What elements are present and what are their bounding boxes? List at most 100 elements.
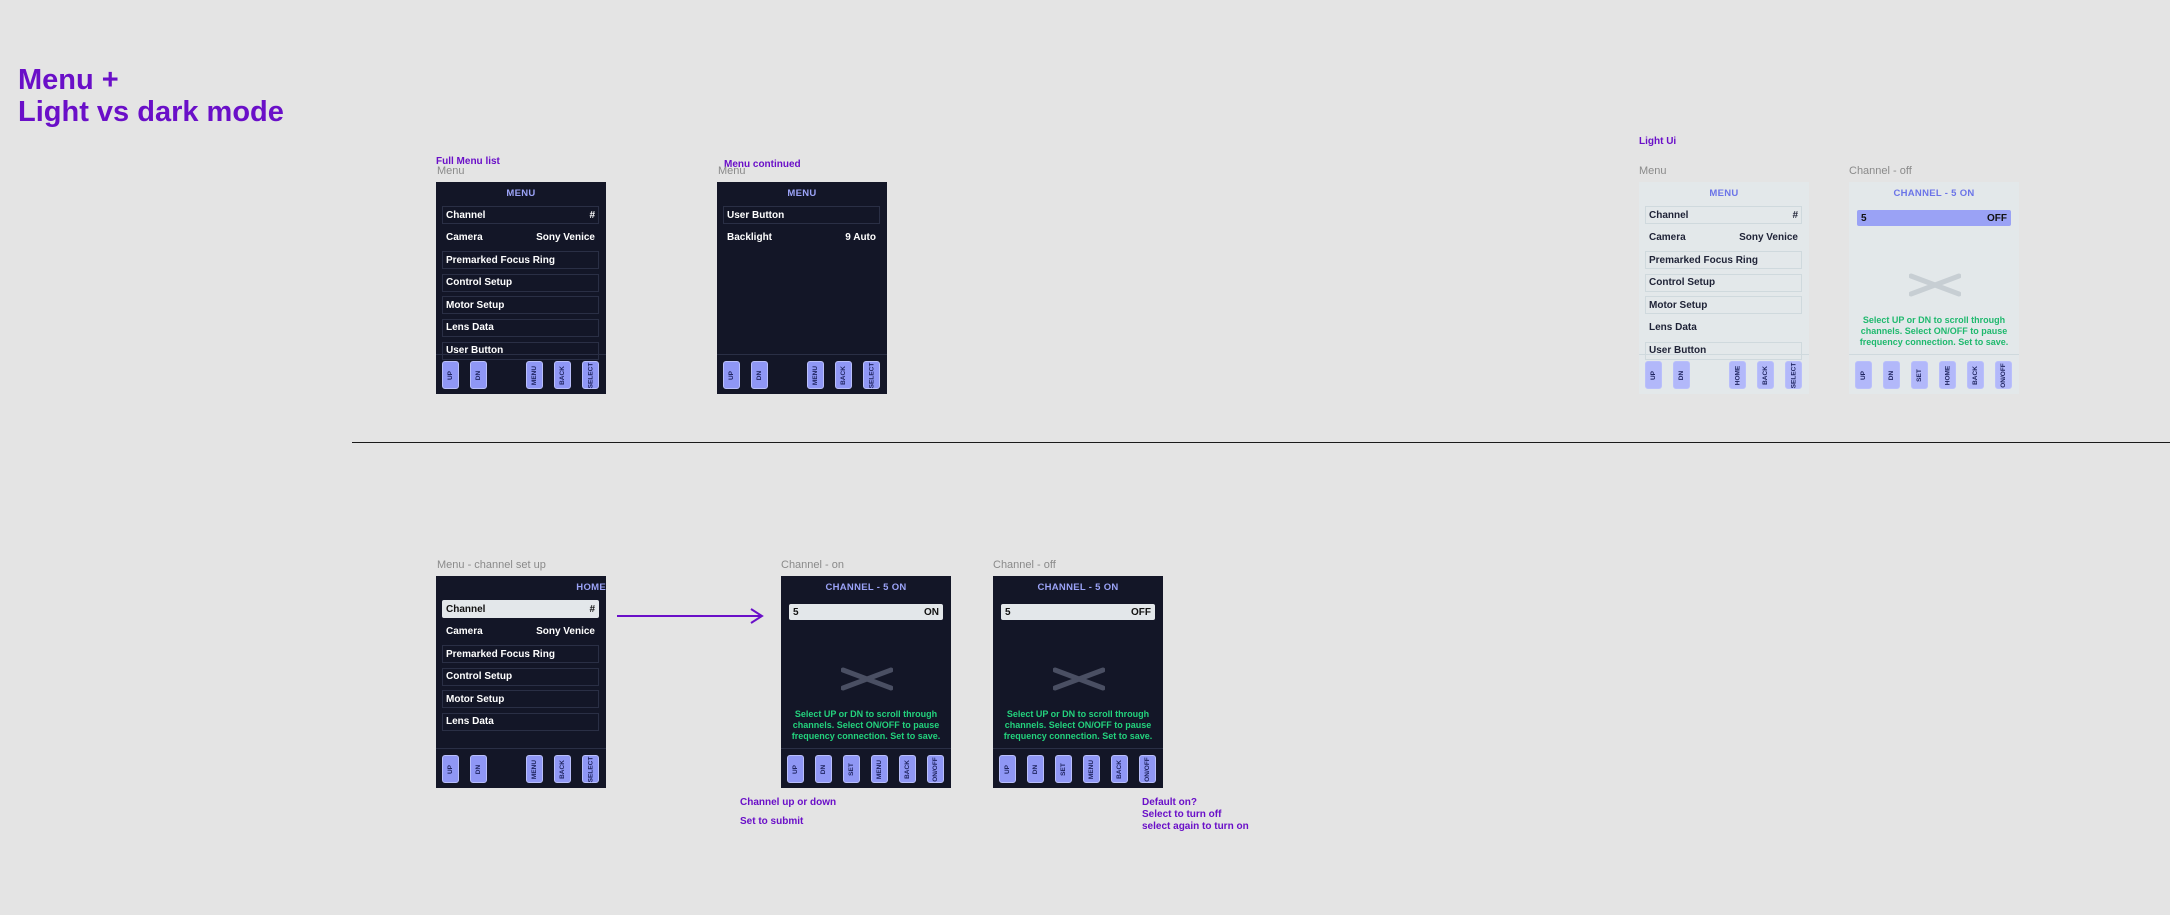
menu-item-premarked-focus-ring[interactable]: Premarked Focus Ring	[442, 645, 599, 664]
page-heading: Menu + Light vs dark mode	[18, 64, 284, 128]
back-button[interactable]: BACK	[899, 755, 916, 783]
menu-item-value: Sony Venice	[536, 626, 595, 638]
back-button[interactable]: BACK	[1757, 361, 1774, 389]
home-button[interactable]: HOME	[1939, 361, 1956, 389]
set-button[interactable]: SET	[1911, 361, 1928, 389]
back-button[interactable]: BACK	[1967, 361, 1984, 389]
menu-item-label: Premarked Focus Ring	[446, 648, 555, 660]
back-button[interactable]: BACK	[554, 755, 571, 783]
menu-item-label: Control Setup	[1649, 277, 1716, 289]
menu-item-lens-data[interactable]: Lens Data	[442, 318, 599, 337]
screen-header: HOME	[576, 582, 606, 593]
menu-item-control-setup[interactable]: Control Setup	[442, 667, 599, 686]
dn-button[interactable]: DN	[815, 755, 832, 783]
select-button[interactable]: SELECT	[582, 755, 599, 783]
flow-arrow-icon	[617, 608, 764, 624]
up-button[interactable]: UP	[442, 361, 459, 389]
menu-button[interactable]: MENU	[526, 361, 543, 389]
menu-item-lens-data[interactable]: Lens Data	[1645, 319, 1802, 337]
menu-item-user-button[interactable]: User Button	[442, 341, 599, 360]
select-button[interactable]: SELECT	[1785, 361, 1802, 389]
up-button[interactable]: UP	[1645, 361, 1662, 389]
menu-item-user-button[interactable]: User Button	[1645, 341, 1802, 360]
menu-item-channel[interactable]: Channel#	[1645, 206, 1802, 224]
menu-item-camera[interactable]: Camera Sony Venice	[1645, 229, 1802, 247]
up-button[interactable]: UP	[1855, 361, 1872, 389]
button-bar: UP DN SET MENU BACK ON/OFF	[781, 748, 951, 788]
menu-item-control-setup[interactable]: Control Setup	[442, 273, 599, 292]
button-bar: UP DN MENU BACK SELECT	[717, 354, 887, 394]
frame-label-channel-on: Channel - on	[781, 559, 844, 571]
dn-button[interactable]: DN	[751, 361, 768, 389]
menu-item-camera[interactable]: Camera Sony Venice	[442, 623, 599, 641]
dn-button[interactable]: DN	[1673, 361, 1690, 389]
frame-label-menu-1: Menu	[437, 165, 465, 177]
home-button[interactable]: HOME	[1729, 361, 1746, 389]
menu-item-premarked-focus-ring[interactable]: Premarked Focus Ring	[1645, 251, 1802, 270]
menu-button[interactable]: MENU	[871, 755, 888, 783]
menu-item-label: Lens Data	[446, 322, 494, 334]
brand-logo-icon	[1053, 667, 1105, 691]
menu-button[interactable]: MENU	[526, 755, 543, 783]
help-text: Select UP or DN to scroll through channe…	[1859, 315, 2009, 347]
up-button[interactable]: UP	[787, 755, 804, 783]
screen-header: MENU	[506, 188, 536, 199]
menu-item-channel[interactable]: Channel #	[442, 206, 599, 224]
dn-button[interactable]: DN	[470, 361, 487, 389]
up-button[interactable]: UP	[442, 755, 459, 783]
back-button[interactable]: BACK	[554, 361, 571, 389]
menu-item-backlight[interactable]: Backlight 9 Auto	[723, 229, 880, 247]
menu-item-label: Camera	[446, 626, 483, 638]
back-button[interactable]: BACK	[835, 361, 852, 389]
screen-header: CHANNEL - 5 ON	[1893, 188, 1975, 199]
onoff-button[interactable]: ON/OFF	[1139, 755, 1156, 783]
menu-item-control-setup[interactable]: Control Setup	[1645, 273, 1802, 292]
menu-item-label: Camera	[1649, 232, 1686, 244]
menu-item-label: Camera	[446, 232, 483, 244]
select-button[interactable]: SELECT	[863, 361, 880, 389]
set-button[interactable]: SET	[843, 755, 860, 783]
up-button[interactable]: UP	[723, 361, 740, 389]
button-bar: UP DN SET HOME BACK ON/OFF	[1849, 354, 2019, 394]
menu-item-label: Channel	[1649, 209, 1689, 221]
onoff-button[interactable]: ON/OFF	[927, 755, 944, 783]
menu-item-label: Channel	[446, 209, 486, 221]
menu-item-premarked-focus-ring[interactable]: Premarked Focus Ring	[442, 251, 599, 270]
dn-button[interactable]: DN	[1883, 361, 1900, 389]
menu-item-motor-setup[interactable]: Motor Setup	[442, 690, 599, 709]
menu-button[interactable]: MENU	[1083, 755, 1100, 783]
menu-button[interactable]: MENU	[807, 361, 824, 389]
set-button[interactable]: SET	[1055, 755, 1072, 783]
dn-button[interactable]: DN	[1027, 755, 1044, 783]
menu-item-label: User Button	[446, 345, 504, 357]
menu-item-value: #	[589, 603, 595, 615]
dn-button[interactable]: DN	[470, 755, 487, 783]
up-button[interactable]: UP	[999, 755, 1016, 783]
menu-item-lens-data[interactable]: Lens Data	[442, 712, 599, 731]
select-button[interactable]: SELECT	[582, 361, 599, 389]
channel-number: 5	[1861, 212, 1867, 224]
button-bar: UP DN SET MENU BACK ON/OFF	[993, 748, 1163, 788]
menu-item-label: Backlight	[727, 232, 773, 244]
menu-item-motor-setup[interactable]: Motor Setup	[442, 296, 599, 315]
menu-item-label: Control Setup	[446, 671, 513, 683]
screen-header: CHANNEL - 5 ON	[825, 582, 907, 593]
channel-state: ON	[924, 606, 939, 618]
back-button[interactable]: BACK	[1111, 755, 1128, 783]
menu-item-motor-setup[interactable]: Motor Setup	[1645, 296, 1802, 315]
menu-item-value: Sony Venice	[1739, 232, 1798, 244]
menu-item-value: 9 Auto	[845, 232, 876, 244]
menu-item-label: Premarked Focus Ring	[446, 254, 555, 266]
menu-item-channel-selected[interactable]: Channel#	[442, 600, 599, 618]
menu-item-label: Lens Data	[1649, 322, 1697, 334]
menu-item-value: #	[589, 209, 595, 221]
menu-item-user-button[interactable]: User Button	[723, 206, 880, 224]
onoff-button[interactable]: ON/OFF	[1995, 361, 2012, 389]
